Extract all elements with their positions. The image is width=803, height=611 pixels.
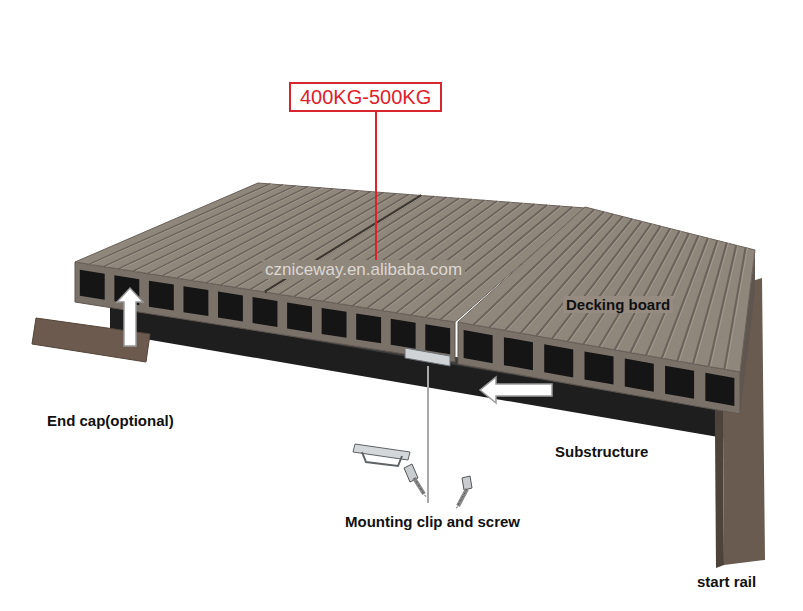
hollow-chamber [287,302,312,332]
board-groove [709,245,736,366]
part-name: start rail [697,573,756,590]
hollow-chamber [584,351,613,384]
part-name: Substructure [555,443,648,460]
hollow-chamber [322,308,347,338]
mounted-clip [405,348,450,366]
hollow-chamber [705,373,734,406]
hollow-chamber [356,313,381,343]
hollow-chamber [80,270,105,300]
white-arrow [117,288,143,346]
load-arrow [375,112,377,262]
board-groove-light [726,248,747,370]
load-rating: 400KG-500KG [300,85,431,109]
hollow-chamber [425,324,450,354]
board-top [458,207,755,372]
board-groove-light [570,224,653,342]
board-groove-light [282,196,436,294]
load-label-box: 400KG-500KG [289,82,442,112]
label-holder: End cap(optional) [47,412,174,430]
label-holder: Decking board [563,296,673,314]
hollow-chamber [625,359,654,392]
label-holder: Mounting clip and screw [345,513,520,531]
screw [456,476,472,509]
part-name: End cap(optional) [47,412,174,429]
watermark: czniceway.en.alibaba.com [262,260,465,279]
board-groove [552,221,642,338]
part-name: Mounting clip and screw [345,513,520,530]
screw [404,464,426,497]
hollow-chamber [218,292,243,322]
board-groove-light [311,198,461,299]
board-groove [133,187,308,271]
board-groove-light [711,245,738,366]
board-groove-light [296,197,448,296]
hollow-chamber [253,297,278,327]
board-groove-light [632,233,691,352]
board-groove [615,231,680,350]
board-groove [693,243,727,364]
label-holder: start rail [697,573,756,591]
label-holder: Substructure [555,443,648,461]
board-groove [630,233,689,352]
white-arrow [480,377,552,403]
board-groove-light [523,217,625,334]
board-groove [724,248,745,370]
hollow-chamber [464,330,493,363]
hollow-chamber [504,337,533,370]
label-holder: czniceway.en.alibaba.com [262,261,465,279]
hollow-chamber [149,281,174,311]
hollow-chamber [391,319,416,349]
board-groove [119,186,296,269]
part-name: Decking board [563,296,673,313]
leader-line [427,366,429,503]
hollow-chamber [544,344,573,377]
hollow-chamber [183,286,208,316]
clip-part [362,452,402,466]
hollow-chamber [665,366,694,399]
